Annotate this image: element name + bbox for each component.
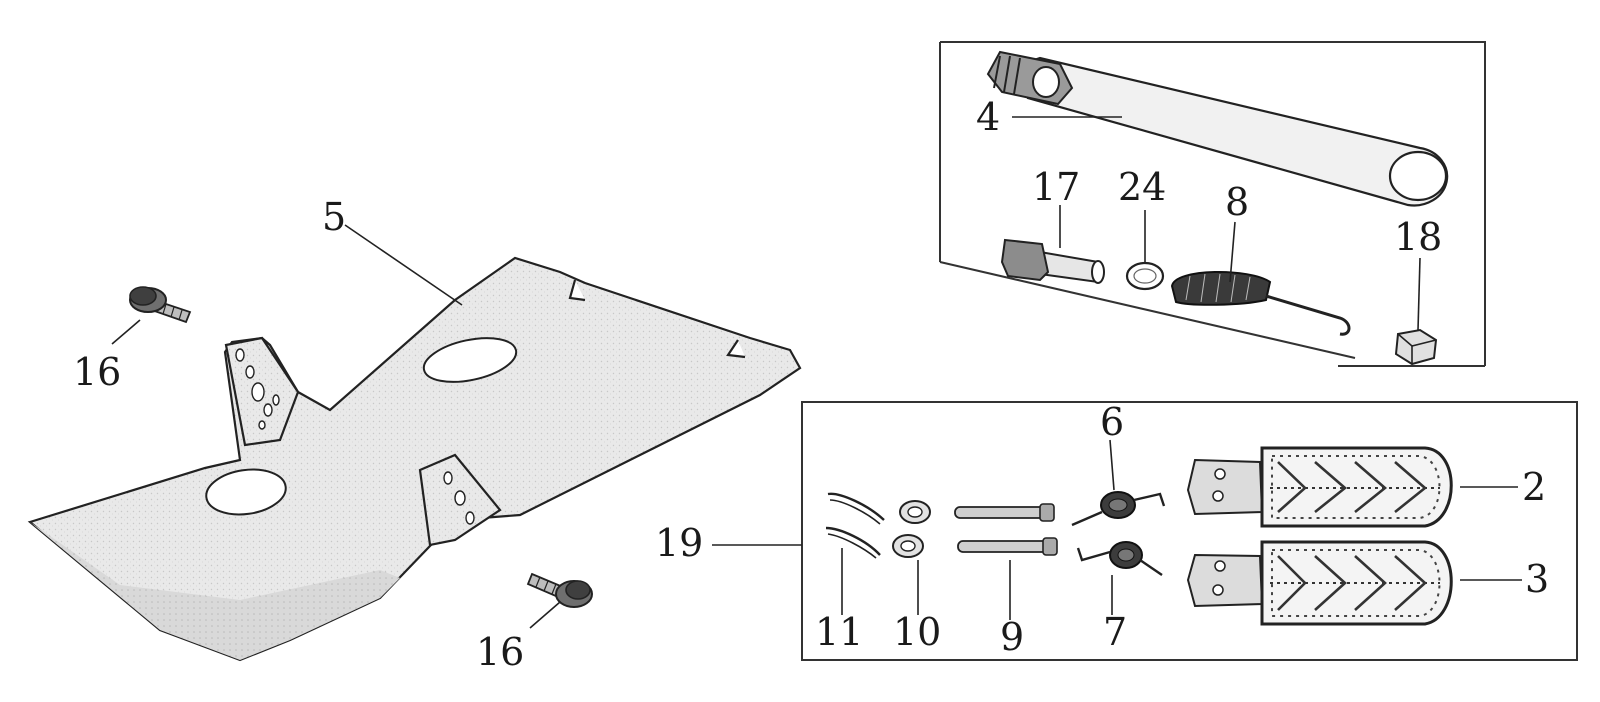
- footpeg-spring-upper-part: [1071, 491, 1166, 527]
- callout-10: 10: [893, 610, 941, 654]
- side-stand-part: [986, 50, 1449, 207]
- callout-16-upper: 16: [73, 350, 121, 394]
- callout-16-lower: 16: [476, 630, 524, 674]
- footpeg-spring-lower-part: [1076, 541, 1163, 576]
- flange-bolt-lower-part: [526, 572, 593, 608]
- footpeg-left-part: [1186, 540, 1453, 626]
- callout-6: 6: [1100, 400, 1124, 444]
- callout-9: 9: [1000, 615, 1024, 659]
- callout-11: 11: [815, 610, 863, 654]
- callout-18: 18: [1394, 215, 1442, 259]
- leader-lines: [111, 116, 1522, 629]
- callout-3: 3: [1525, 557, 1549, 601]
- stand-spring-part: [1170, 270, 1351, 336]
- callout-5: 5: [322, 195, 346, 239]
- callout-17: 17: [1032, 165, 1080, 209]
- callout-4: 4: [976, 95, 1000, 139]
- callout-7: 7: [1103, 610, 1127, 654]
- callout-2: 2: [1522, 465, 1546, 509]
- hex-nut-part: [1394, 328, 1438, 366]
- skid-plate-part: [27, 256, 802, 662]
- callout-19: 19: [655, 521, 703, 565]
- footpeg-assembly-frame: [801, 401, 1578, 661]
- pivot-bolt-part: [1000, 238, 1105, 284]
- flange-bolt-upper-part: [129, 286, 192, 324]
- footpeg-washer-part: [892, 500, 931, 558]
- cotter-pin-part: [825, 492, 885, 559]
- kickstand-assembly-frame: [939, 41, 1486, 367]
- washer-part: [1125, 261, 1165, 291]
- footpeg-right-part: [1186, 446, 1453, 528]
- footpeg-pin-part: [954, 503, 1058, 556]
- callout-labels: 5 16 16 4 17 24 8 18 6 2 3 19 11 10 9 7: [73, 95, 1549, 674]
- callout-24: 24: [1118, 165, 1166, 209]
- callout-8: 8: [1225, 180, 1249, 224]
